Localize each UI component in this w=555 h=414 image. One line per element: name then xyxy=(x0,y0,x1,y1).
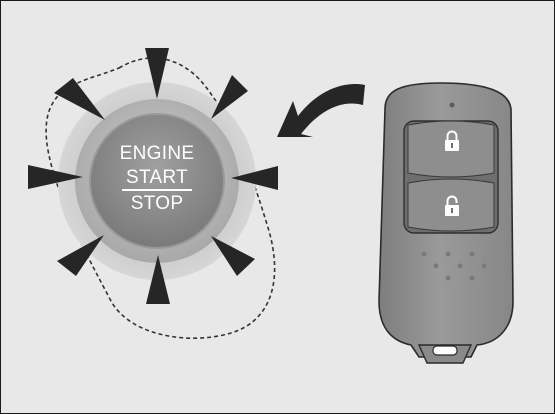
indicator-triangle-right xyxy=(231,166,278,190)
button-label-divider xyxy=(122,189,192,191)
curved-arrow-icon xyxy=(277,84,365,137)
button-label-stop: STOP xyxy=(130,193,184,214)
indicator-triangle-upper-left xyxy=(54,78,105,120)
indicator-triangle-lower-right xyxy=(211,236,255,276)
lock-icon xyxy=(445,130,459,151)
engine-start-stop-button xyxy=(58,82,256,280)
indicator-triangle-top xyxy=(145,48,169,99)
indicator-triangle-lower-left xyxy=(57,235,104,276)
indicator-triangle-left xyxy=(28,165,83,189)
unlock-icon xyxy=(445,195,459,216)
smart-key-fob xyxy=(378,82,514,364)
light-indicator-triangles xyxy=(28,48,278,304)
indicator-triangle-bottom xyxy=(146,255,170,304)
fob-texture-dots xyxy=(421,251,487,281)
detection-zone-outline xyxy=(45,57,276,339)
button-label-start: START xyxy=(125,167,189,188)
button-label-engine: ENGINE xyxy=(119,143,195,164)
indicator-triangle-upper-right xyxy=(211,75,248,119)
